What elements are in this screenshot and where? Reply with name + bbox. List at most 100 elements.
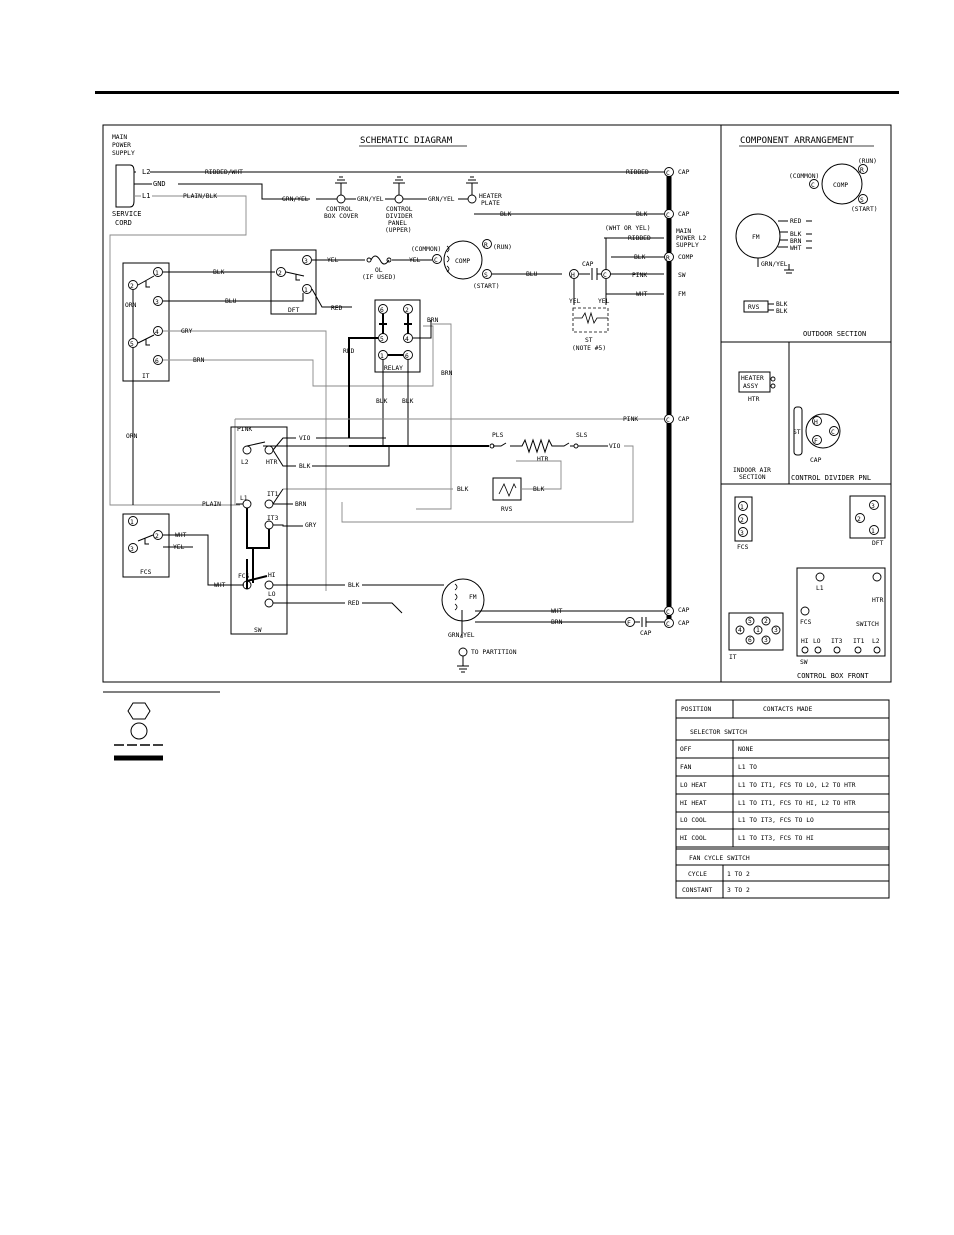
svg-text:WHT: WHT xyxy=(790,245,802,252)
svg-text:1 TO 2: 1 TO 2 xyxy=(727,871,750,878)
svg-text:GRY: GRY xyxy=(181,328,193,335)
svg-text:2: 2 xyxy=(155,533,159,540)
svg-text:F: F xyxy=(814,438,818,445)
svg-text:2: 2 xyxy=(857,516,861,523)
svg-text:L1 TO IT1, FCS TO HI, L2 TO HT: L1 TO IT1, FCS TO HI, L2 TO HTR xyxy=(738,800,856,807)
svg-text:LO: LO xyxy=(813,638,821,645)
svg-text:3: 3 xyxy=(774,627,778,634)
fcs-box xyxy=(122,513,170,578)
svg-text:BRN: BRN xyxy=(427,317,439,324)
svg-text:CAP: CAP xyxy=(678,169,690,176)
svg-text:GRN/YEL: GRN/YEL xyxy=(282,196,309,203)
svg-text:1: 1 xyxy=(871,528,875,535)
svg-text:(START): (START) xyxy=(851,206,878,213)
svg-text:RVS: RVS xyxy=(748,304,760,311)
svg-text:OFF: OFF xyxy=(680,746,692,753)
svg-text:CAP: CAP xyxy=(678,620,690,627)
svg-text:CONSTANT: CONSTANT xyxy=(682,887,713,894)
svg-text:BLK: BLK xyxy=(790,231,802,238)
ground-divider-panel xyxy=(393,176,405,204)
svg-text:HTR: HTR xyxy=(537,456,549,463)
svg-text:2: 2 xyxy=(764,618,768,625)
svg-text:PLAIN: PLAIN xyxy=(202,501,221,508)
svg-text:R: R xyxy=(484,242,488,249)
service-cord-label: SERVICE CORD xyxy=(112,210,146,227)
svg-text:1: 1 xyxy=(756,627,760,634)
svg-text:IT1: IT1 xyxy=(267,491,279,498)
svg-text:C: C xyxy=(666,417,670,424)
legend-circle-icon xyxy=(130,722,148,740)
svg-text:S: S xyxy=(860,197,864,204)
svg-text:HTR: HTR xyxy=(872,597,884,604)
svg-text:OUTDOOR SECTION: OUTDOOR SECTION xyxy=(803,330,866,338)
svg-text:COMP: COMP xyxy=(455,258,470,265)
svg-text:BLK: BLK xyxy=(636,211,648,218)
svg-text:IT3: IT3 xyxy=(831,638,843,645)
svg-text:4: 4 xyxy=(155,329,159,336)
svg-text:WHT: WHT xyxy=(551,608,563,615)
svg-text:RVS: RVS xyxy=(501,506,513,513)
svg-text:C: C xyxy=(831,429,835,436)
svg-text:(RUN): (RUN) xyxy=(858,158,877,165)
svg-text:(RUN): (RUN) xyxy=(493,244,512,251)
svg-text:6: 6 xyxy=(748,637,752,644)
svg-text:IT: IT xyxy=(729,654,737,661)
svg-text:FM: FM xyxy=(678,291,686,298)
svg-text:6: 6 xyxy=(155,358,159,365)
svg-text:L1 TO IT1, FCS TO LO, L2 TO HT: L1 TO IT1, FCS TO LO, L2 TO HTR xyxy=(738,782,856,789)
svg-text:OL: OL xyxy=(375,267,383,274)
svg-text:CAP: CAP xyxy=(678,211,690,218)
svg-text:HI: HI xyxy=(801,638,809,645)
svg-text:CYCLE: CYCLE xyxy=(688,871,707,878)
svg-text:HTR: HTR xyxy=(266,459,278,466)
svg-text:L1: L1 xyxy=(142,192,150,200)
svg-text:DFT: DFT xyxy=(872,540,884,547)
svg-text:YEL: YEL xyxy=(173,544,185,551)
svg-text:GRN/YEL: GRN/YEL xyxy=(428,196,455,203)
svg-text:SWITCH: SWITCH xyxy=(856,621,879,628)
svg-text:BLU: BLU xyxy=(526,271,538,278)
svg-text:RIBBED/WHT: RIBBED/WHT xyxy=(205,169,243,176)
svg-text:4: 4 xyxy=(738,627,742,634)
svg-text:L1 TO: L1 TO xyxy=(738,764,757,771)
svg-text:FM: FM xyxy=(752,234,760,241)
compressor: COMP C R S xyxy=(432,239,492,280)
svg-text:FCS: FCS xyxy=(238,573,250,580)
svg-text:BRN: BRN xyxy=(295,501,307,508)
service-cord-plug xyxy=(115,164,135,208)
svg-text:WHT: WHT xyxy=(214,582,226,589)
svg-text:POSITION: POSITION xyxy=(681,706,712,713)
svg-text:BLK: BLK xyxy=(776,301,788,308)
svg-text:CAP: CAP xyxy=(678,416,690,423)
svg-text:WHT: WHT xyxy=(636,291,648,298)
svg-text:RED: RED xyxy=(348,600,360,607)
svg-text:IT3: IT3 xyxy=(267,515,279,522)
svg-text:3: 3 xyxy=(130,546,134,553)
fan-motor: FM xyxy=(441,578,485,622)
svg-text:RED: RED xyxy=(331,305,343,312)
svg-text:VIO: VIO xyxy=(299,435,311,442)
svg-text:BRN: BRN xyxy=(790,238,802,245)
svg-text:R: R xyxy=(860,167,864,174)
svg-text:GRN/YEL: GRN/YEL xyxy=(761,261,788,268)
svg-text:(COMMON): (COMMON) xyxy=(789,173,819,180)
svg-text:IT1: IT1 xyxy=(853,638,865,645)
svg-text:2: 2 xyxy=(405,307,409,314)
ground-control-box xyxy=(335,176,347,204)
svg-text:GRN/YEL: GRN/YEL xyxy=(448,632,475,639)
svg-text:C: C xyxy=(666,621,670,628)
svg-text:ST: ST xyxy=(793,429,801,436)
svg-text:BLK: BLK xyxy=(299,463,311,470)
svg-text:(COMMON): (COMMON) xyxy=(411,246,441,253)
svg-text:F: F xyxy=(627,620,631,627)
svg-text:GRN/YEL: GRN/YEL xyxy=(357,196,384,203)
svg-text:CAP: CAP xyxy=(810,457,822,464)
svg-text:CAP: CAP xyxy=(582,261,594,268)
svg-text:ST(NOTE #5): ST(NOTE #5) xyxy=(572,337,606,352)
svg-text:2: 2 xyxy=(278,270,282,277)
component-arrangement-title: COMPONENT ARRANGEMENT xyxy=(740,136,854,146)
svg-text:PINK: PINK xyxy=(632,272,647,279)
